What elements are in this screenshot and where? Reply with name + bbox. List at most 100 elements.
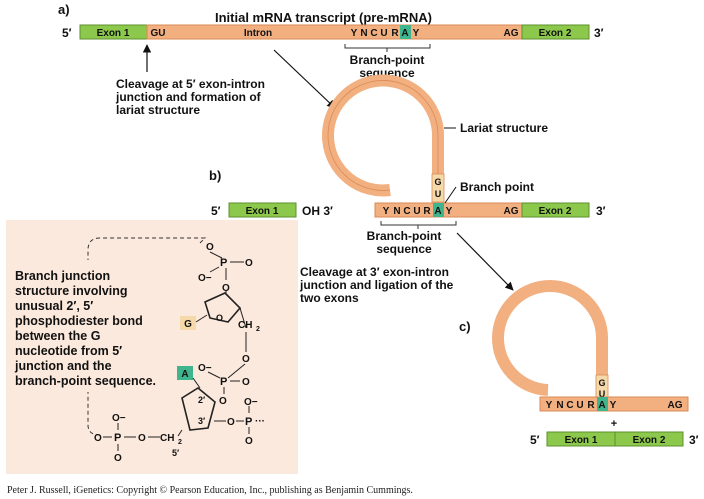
cleavage-3-line1: Cleavage at 3′ exon-intron xyxy=(300,265,449,279)
panel-c: c) G U Y N C U R A Y AG + 5′ Exon 1 Exon… xyxy=(459,280,699,447)
branch-seq-letter: Y xyxy=(546,400,553,411)
g-nucleotide-label: G xyxy=(184,319,192,330)
atom-p: P xyxy=(114,432,121,444)
atom-o: O xyxy=(206,242,214,253)
atom-o: O xyxy=(227,417,235,428)
branch-seq-letter: R xyxy=(587,400,595,411)
bond xyxy=(209,251,223,259)
step-arrow-a-to-b xyxy=(273,49,336,109)
branch-sequence: Y N C U R A Y xyxy=(546,400,617,411)
cleavage-5-line3: lariat structure xyxy=(116,103,200,117)
continuation-dots: ··· xyxy=(255,416,265,427)
exon-2-label: Exon 2 xyxy=(633,435,666,446)
branch-seq-letter: R xyxy=(391,28,399,39)
panel-b-letter: b) xyxy=(209,168,221,183)
atom-o: O xyxy=(94,433,102,444)
gu-box xyxy=(431,173,445,203)
three-prime-label: 3′ xyxy=(596,204,606,218)
atom-o-minus: O− xyxy=(244,397,258,408)
exon-1-label: Exon 1 xyxy=(246,206,279,217)
exon-2-label: Exon 2 xyxy=(539,28,572,39)
atom-ch2-sub: 2 xyxy=(256,326,260,333)
panel-a-letter: a) xyxy=(58,2,70,17)
atom-o: O xyxy=(222,283,230,294)
three-prime-label: 3′ xyxy=(198,416,205,426)
branch-point-label: Branch point xyxy=(460,180,534,194)
branch-point-a-highlight xyxy=(433,203,444,217)
bond xyxy=(227,363,246,379)
atom-p: P xyxy=(245,416,252,428)
branch-seq-letter: Y xyxy=(413,28,420,39)
five-prime-label: 5′ xyxy=(172,448,179,458)
branch-seq-letter: Y xyxy=(446,206,453,217)
panel-a: a) Initial mRNA transcript (pre-mRNA) 5′… xyxy=(58,2,604,117)
lariat-label: Lariat structure xyxy=(460,121,548,135)
cleavage-3-line2: junction and ligation of the xyxy=(299,278,454,292)
branch-seq-letter: A xyxy=(401,28,408,39)
inset-text-line: junction and the xyxy=(14,359,112,373)
branch-label-line2: sequence xyxy=(376,242,432,256)
exon-1-label: Exon 1 xyxy=(565,435,598,446)
three-prime-label: 3′ xyxy=(689,433,699,447)
exon-1-box xyxy=(228,202,297,218)
branch-label-line1: Branch-point xyxy=(367,229,442,243)
bond xyxy=(195,314,208,323)
step-arrow-b-to-c xyxy=(456,232,514,291)
branch-sequence: Y N C U R A Y xyxy=(351,25,420,39)
gu-label: GU xyxy=(151,28,166,39)
inset-text-line: structure involving xyxy=(15,284,128,298)
oh-label: OH 3′ xyxy=(302,204,333,218)
lariat-loop-outline xyxy=(327,80,439,191)
branch-seq-letter: R xyxy=(423,206,431,217)
branch-seq-letter: N xyxy=(393,206,400,217)
branch-sequence: Y N C U R A Y xyxy=(383,206,453,217)
branch-seq-letter: U xyxy=(413,206,420,217)
atom-o: O xyxy=(138,433,146,444)
cleavage-3-line3: two exons xyxy=(300,291,359,305)
ag-label: AG xyxy=(668,400,683,411)
branch-label-line1: Branch-point xyxy=(350,53,425,67)
atom-o: O xyxy=(242,354,250,365)
g-nucleotide-box xyxy=(180,316,196,330)
lower-ribose-ring xyxy=(181,387,216,431)
panel-c-letter: c) xyxy=(459,319,471,334)
panel-a-title: Initial mRNA transcript (pre-mRNA) xyxy=(215,10,432,25)
inset-text-line: between the G xyxy=(15,329,100,343)
bond xyxy=(192,377,201,389)
inset-text-line: Branch junction xyxy=(15,269,110,283)
five-prime-label: 5′ xyxy=(530,433,540,447)
plus-sign: + xyxy=(611,418,617,430)
a-nucleotide-box xyxy=(177,366,193,380)
atom-o: O xyxy=(245,258,253,269)
five-prime-label: 5′ xyxy=(211,204,221,218)
atom-o: O xyxy=(245,436,253,447)
exon-2-box xyxy=(521,202,590,218)
excised-intron-bar xyxy=(539,396,689,412)
intron-label: Intron xyxy=(244,28,272,39)
lariat-loop xyxy=(322,74,444,197)
branch-seq-letter: U xyxy=(576,400,583,411)
copyright-footer: Peter J. Russell, iGenetics: Copyright ©… xyxy=(7,485,413,496)
branch-point-pointer xyxy=(444,186,457,204)
inset-text-line: nucleotide from 5′ xyxy=(15,344,122,358)
branch-junction-inset: Branch junction structure involving unus… xyxy=(6,220,298,474)
ag-label: AG xyxy=(504,206,519,217)
inset-text-line: branch-point sequence. xyxy=(15,374,156,388)
exon-1-label: Exon 1 xyxy=(97,28,130,39)
cleavage-5-line2: junction and formation of xyxy=(115,90,262,104)
atom-p: P xyxy=(220,257,227,269)
lariat-loop xyxy=(492,280,608,396)
panel-b: b) G U 5′ Exon 1 OH 3′ Y N C U R A Y AG … xyxy=(209,74,606,305)
gu-g: G xyxy=(598,378,605,388)
dashed-backbone xyxy=(87,392,101,436)
atom-o-minus: O− xyxy=(112,413,126,424)
intron-bar xyxy=(146,24,523,40)
atom-o: O xyxy=(216,313,223,323)
bond xyxy=(209,266,220,273)
branch-seq-letter: C xyxy=(566,400,573,411)
bond xyxy=(239,307,247,329)
branch-seq-letter: A xyxy=(434,206,441,217)
dashed-backbone xyxy=(87,237,207,260)
two-prime-label: 2′ xyxy=(198,395,205,405)
